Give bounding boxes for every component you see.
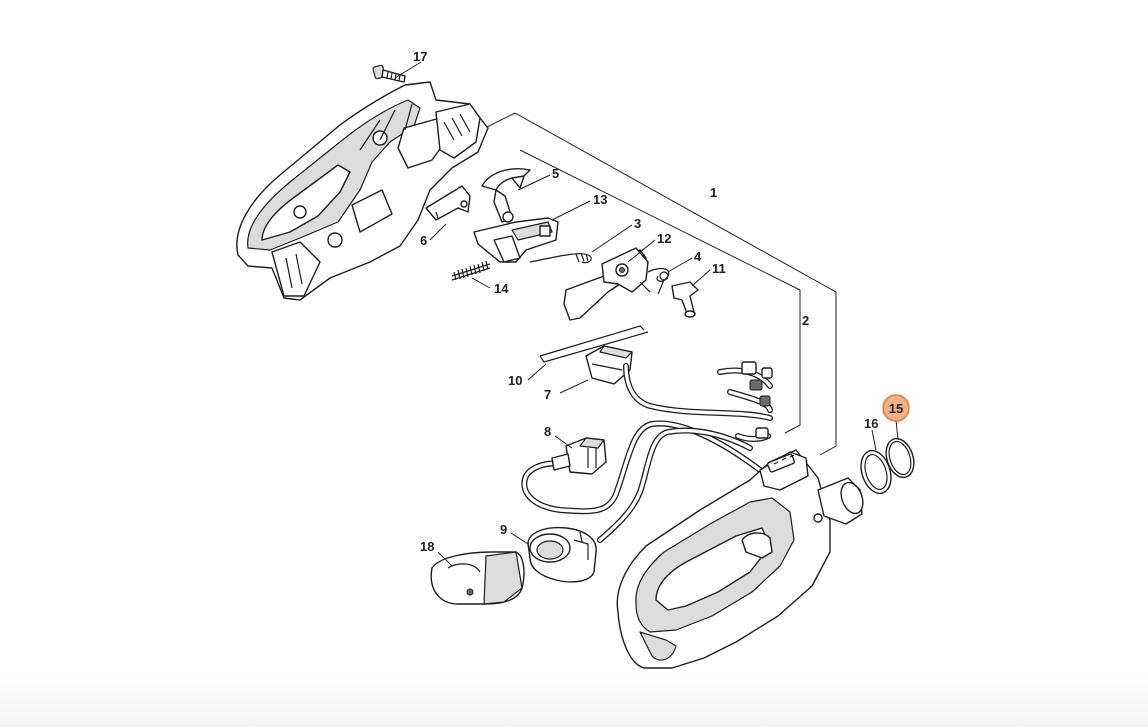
part-10-rod[interactable] [539, 325, 649, 363]
part-13-trigger[interactable] [473, 217, 559, 263]
leader-lines [394, 61, 899, 567]
callout-15[interactable]: 15 [889, 401, 903, 416]
highlight-circle [882, 394, 910, 422]
part-7-module[interactable] [585, 345, 633, 385]
callout-labels: 17 1 5 13 6 3 12 4 11 14 2 10 7 8 16 9 1… [413, 49, 910, 554]
callout-14[interactable]: 14 [494, 281, 509, 296]
callout-7[interactable]: 7 [544, 387, 551, 402]
callout-15-highlighted[interactable]: 15 [882, 394, 910, 422]
part-8-switch-block[interactable] [551, 437, 607, 475]
part-11-pin[interactable] [671, 281, 699, 318]
part-18-plug-cover[interactable] [430, 551, 525, 605]
callout-16[interactable]: 16 [864, 416, 878, 431]
callout-17[interactable]: 17 [413, 49, 427, 64]
callout-6[interactable]: 6 [420, 233, 427, 248]
callout-1[interactable]: 1 [710, 185, 717, 200]
wiring-harness [521, 361, 773, 543]
part-16-ring[interactable] [856, 447, 896, 497]
part-9-socket[interactable] [527, 526, 597, 583]
callout-13[interactable]: 13 [593, 192, 607, 207]
footer-strip [0, 676, 1148, 727]
callout-3[interactable]: 3 [634, 216, 641, 231]
callout-18[interactable]: 18 [420, 539, 434, 554]
callout-10[interactable]: 10 [508, 373, 522, 388]
group-bracket-lines [484, 112, 837, 456]
part-housing-half-shell[interactable] [236, 81, 489, 301]
part-12-lever[interactable] [563, 247, 651, 321]
part-15-ring[interactable] [881, 435, 918, 481]
part-5-switch-lever[interactable] [481, 168, 531, 223]
part-3-spring[interactable] [529, 252, 592, 264]
part-4-torsion-spring[interactable] [647, 267, 670, 295]
part-14-coil-spring[interactable] [451, 260, 491, 281]
callout-9[interactable]: 9 [500, 522, 507, 537]
callout-2[interactable]: 2 [802, 313, 809, 328]
callout-5[interactable]: 5 [552, 166, 559, 181]
part-17-screw[interactable] [372, 64, 406, 83]
part-handle-housing[interactable] [616, 449, 867, 669]
callout-8[interactable]: 8 [544, 424, 551, 439]
part-6-lock-button[interactable] [425, 185, 471, 221]
callout-4[interactable]: 4 [694, 249, 702, 264]
callout-11[interactable]: 11 [712, 261, 726, 276]
callout-12[interactable]: 12 [657, 231, 671, 246]
